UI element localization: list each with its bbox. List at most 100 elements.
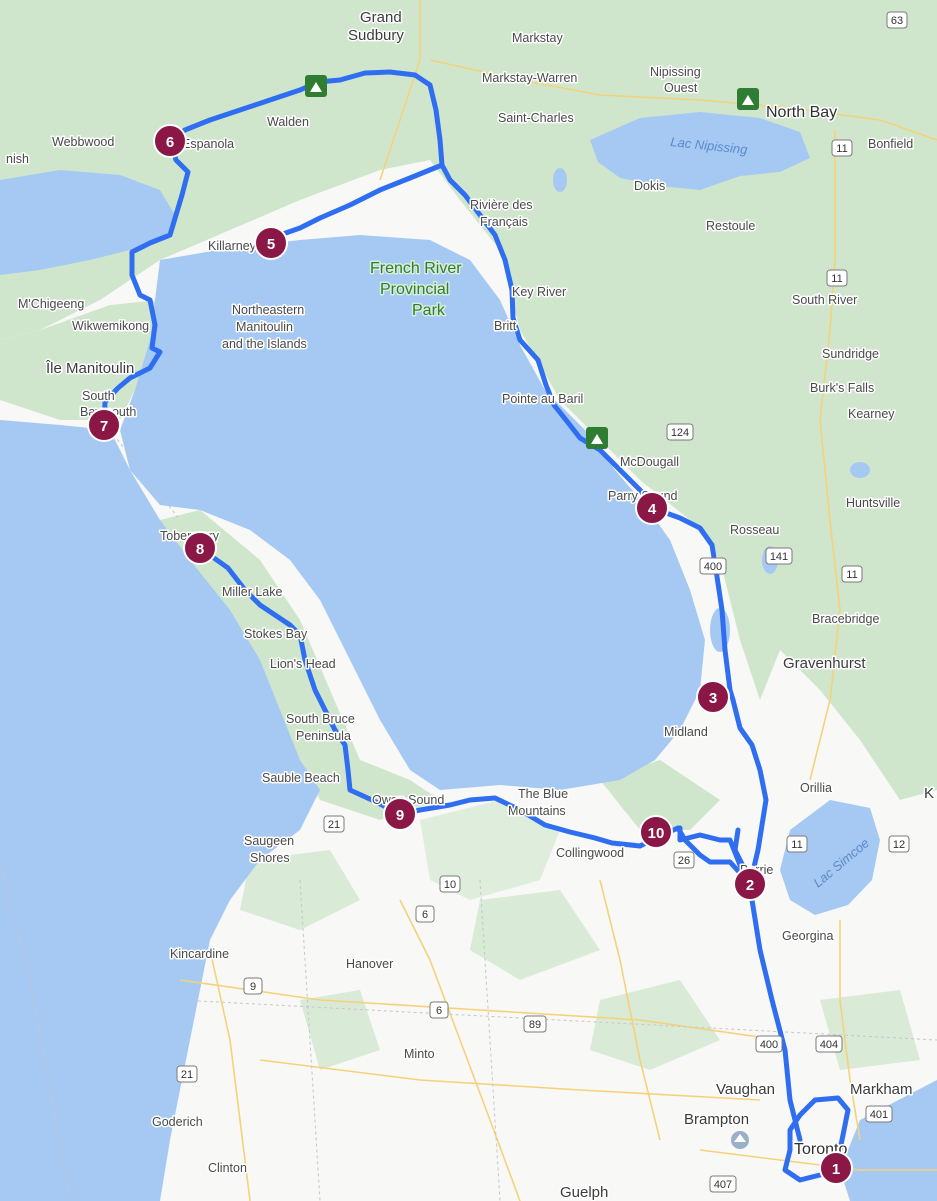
highway-shield: 11: [841, 565, 863, 583]
place-label: Minto: [404, 1047, 435, 1061]
stop-marker[interactable]: 7: [87, 408, 121, 442]
highway-shield: 21: [176, 1065, 198, 1083]
place-label: Clinton: [208, 1161, 247, 1175]
place-label: Midland: [664, 725, 708, 739]
svg-text:6: 6: [166, 134, 174, 151]
svg-text:5: 5: [267, 236, 275, 253]
place-label: Guelph: [560, 1184, 608, 1201]
place-label: Killarney: [208, 239, 257, 253]
svg-text:11: 11: [831, 273, 842, 285]
place-label: Park: [412, 302, 446, 319]
svg-text:7: 7: [100, 418, 108, 435]
svg-text:141: 141: [770, 551, 788, 563]
svg-text:1: 1: [832, 1161, 840, 1178]
svg-text:4: 4: [648, 501, 657, 518]
place-label: Pointe au Baril: [502, 392, 583, 406]
highway-shield: 6: [415, 905, 435, 923]
place-label: Miller Lake: [222, 585, 282, 599]
place-label: Dokis: [634, 179, 665, 193]
stop-marker[interactable]: 3: [696, 680, 730, 714]
svg-text:11: 11: [846, 569, 857, 581]
highway-shields: 63 11 11 124 141 11 400 10 26 11 12 21 6…: [176, 11, 910, 1193]
svg-text:401: 401: [870, 1109, 888, 1121]
place-label: Markham: [850, 1081, 913, 1098]
place-label: Shores: [250, 851, 290, 865]
place-label: The Blue: [518, 787, 568, 801]
highway-shield: 63: [886, 11, 908, 29]
place-label: Walden: [267, 115, 309, 129]
place-label: K: [924, 785, 934, 802]
highway-shield: 400: [755, 1035, 783, 1053]
svg-text:9: 9: [396, 807, 404, 824]
place-label: Hanover: [346, 957, 393, 971]
place-label: South: [82, 389, 115, 403]
highway-shield: 11: [831, 139, 853, 157]
place-label: Collingwood: [556, 846, 624, 860]
highway-shield: 89: [523, 1015, 547, 1033]
route[interactable]: [101, 69, 851, 1183]
stop-marker[interactable]: 9: [383, 797, 417, 831]
place-label: Vaughan: [716, 1081, 775, 1098]
highway-shield: 407: [709, 1175, 737, 1193]
place-label: Sauble Beach: [262, 771, 340, 785]
svg-text:63: 63: [891, 15, 903, 27]
svg-text:400: 400: [760, 1039, 778, 1051]
place-label: Saint-Charles: [498, 111, 574, 125]
place-label: Lion's Head: [270, 657, 336, 671]
place-label: Orillia: [800, 781, 832, 795]
place-label: Sundridge: [822, 347, 879, 361]
svg-text:3: 3: [709, 690, 717, 707]
place-label: Rosseau: [730, 523, 779, 537]
stop-marker[interactable]: 5: [254, 226, 288, 260]
place-label: Provincial: [380, 281, 449, 298]
highway-shield: 26: [673, 851, 695, 869]
svg-text:12: 12: [893, 839, 905, 851]
place-label: Sudbury: [348, 27, 404, 44]
place-label: nish: [6, 152, 29, 166]
stop-marker[interactable]: 10: [639, 815, 673, 849]
highway-shield: 124: [666, 423, 694, 441]
svg-text:11: 11: [836, 143, 847, 155]
highway-shield: 9: [243, 977, 263, 995]
place-label: Georgina: [782, 929, 833, 943]
highway-shield: 11: [826, 269, 848, 287]
stop-marker[interactable]: 8: [183, 531, 217, 565]
place-label: Markstay-Warren: [482, 71, 577, 85]
route-main[interactable]: [101, 69, 851, 1183]
airport-icon: [731, 1131, 749, 1149]
place-label: Bonfield: [868, 137, 913, 151]
place-label: Huntsville: [846, 496, 900, 510]
place-label: Britt: [494, 319, 517, 333]
stop-markers[interactable]: 1 2 3 4 5 6 7 8 9 10: [87, 124, 853, 1185]
svg-text:89: 89: [529, 1019, 541, 1031]
place-label: Français: [480, 215, 528, 229]
park-flag-icon: [737, 88, 759, 110]
place-label: Ouest: [664, 81, 698, 95]
svg-text:2: 2: [746, 877, 754, 894]
highway-shield: 12: [888, 835, 910, 853]
svg-text:11: 11: [791, 839, 802, 851]
place-label: Kincardine: [170, 947, 229, 961]
roads: [179, 0, 937, 1201]
stop-marker[interactable]: 1: [819, 1151, 853, 1185]
place-label: Nipissing: [650, 65, 701, 79]
place-label: Webbwood: [52, 135, 114, 149]
svg-text:124: 124: [671, 427, 689, 439]
highway-shield: 11: [786, 835, 808, 853]
place-label: Rivière des: [470, 198, 533, 212]
place-label: Île Manitoulin: [45, 360, 134, 377]
place-label: Northeastern: [232, 303, 304, 317]
place-label: French River: [370, 260, 462, 277]
stop-marker[interactable]: 2: [733, 867, 767, 901]
place-label: North Bay: [766, 104, 837, 121]
svg-text:8: 8: [196, 541, 204, 558]
water-bodies: [0, 112, 937, 1201]
svg-text:10: 10: [444, 879, 456, 891]
stop-marker[interactable]: 4: [635, 491, 669, 525]
stop-marker[interactable]: 6: [153, 124, 187, 158]
place-label: Restoule: [706, 219, 755, 233]
place-label: Brampton: [684, 1111, 749, 1128]
place-label: Saugeen: [244, 834, 294, 848]
